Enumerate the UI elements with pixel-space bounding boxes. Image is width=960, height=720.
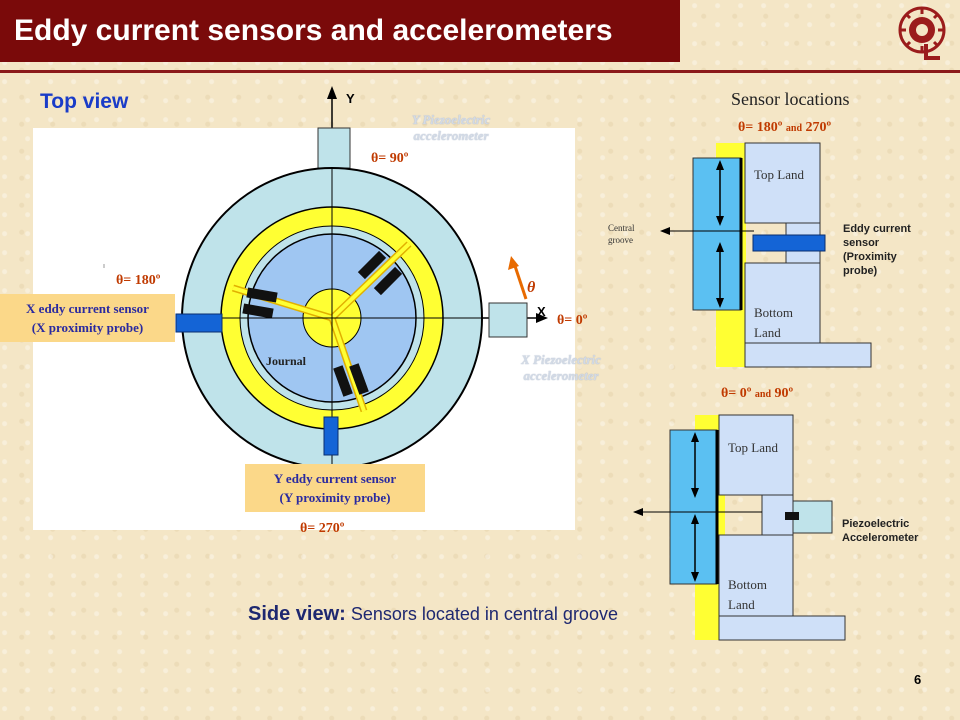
y-axis-label: Y: [346, 91, 355, 106]
angle-90-label: θ= 90º: [371, 151, 409, 166]
theta-arrow-head-icon: [508, 256, 519, 270]
x-axis-label: X: [537, 304, 546, 319]
lower-groove-arrow-icon: [633, 508, 643, 516]
x-eddy-sensor-label: X eddy current sensor (X proximity probe…: [0, 294, 175, 342]
lower-bottom-land-label: Bottom Land: [728, 577, 768, 612]
upper-angle-label: θ= 180º and 270º: [738, 120, 832, 135]
y-eddy-probe: [323, 416, 339, 456]
y-accelerometer-box: [317, 127, 351, 169]
lower-base: [718, 615, 846, 641]
x-accelerometer-label: X Piezoelectric accelerometer: [521, 352, 601, 383]
x-eddy-probe: [175, 313, 223, 333]
slide-title: Eddy current sensors and accelerometers: [0, 0, 680, 62]
lower-journal-section: [669, 429, 718, 585]
angle-180-label: θ= 180º: [116, 273, 161, 288]
upper-journal-section: [692, 157, 742, 311]
lower-accelerometer-box: [792, 500, 833, 534]
central-groove-label: Central groove: [608, 223, 635, 245]
central-groove-arrow-icon: [660, 227, 670, 235]
upper-bottom-land-label: Bottom Land: [754, 305, 794, 340]
upper-bottom-land: [744, 262, 821, 344]
lower-bottom-land: [718, 534, 794, 618]
journal-label: Journal: [266, 354, 307, 368]
sensor-locations-title: Sensor locations: [731, 89, 850, 109]
lower-top-land: [718, 414, 794, 496]
x-accelerometer-box: [488, 302, 528, 338]
upper-base: [744, 342, 872, 368]
lower-angle-label: θ= 0º and 90º: [721, 386, 794, 401]
y-axis-arrow-icon: [327, 86, 337, 99]
angle-270-label: θ= 270º: [300, 521, 345, 536]
title-underline: [0, 70, 960, 73]
top-view-label: Top view: [40, 90, 129, 113]
upper-top-land-label: Top Land: [754, 167, 804, 182]
upper-eddy-probe: [752, 234, 826, 252]
side-view-caption: Side view: Sensors located in central gr…: [248, 603, 618, 625]
pad-marks: [242, 250, 403, 397]
upper-top-land: [744, 142, 821, 224]
theta-arrow: [512, 262, 528, 300]
angle-0-label: θ= 0º: [557, 313, 588, 328]
page-number: 6: [914, 672, 922, 687]
theta-symbol: θ: [527, 279, 536, 296]
piezo-accelerometer-side-label: Piezoelectric Accelerometer: [842, 518, 919, 544]
institution-logo-icon: [898, 6, 946, 60]
x-axis-arrow-icon: [536, 313, 548, 323]
y-eddy-sensor-label: Y eddy current sensor (Y proximity probe…: [245, 464, 425, 512]
eddy-sensor-side-label: Eddy current sensor (Proximity probe): [843, 223, 911, 277]
lower-top-land-label: Top Land: [728, 440, 778, 455]
y-accelerometer-label: Y Piezoelectric accelerometer: [411, 112, 491, 143]
